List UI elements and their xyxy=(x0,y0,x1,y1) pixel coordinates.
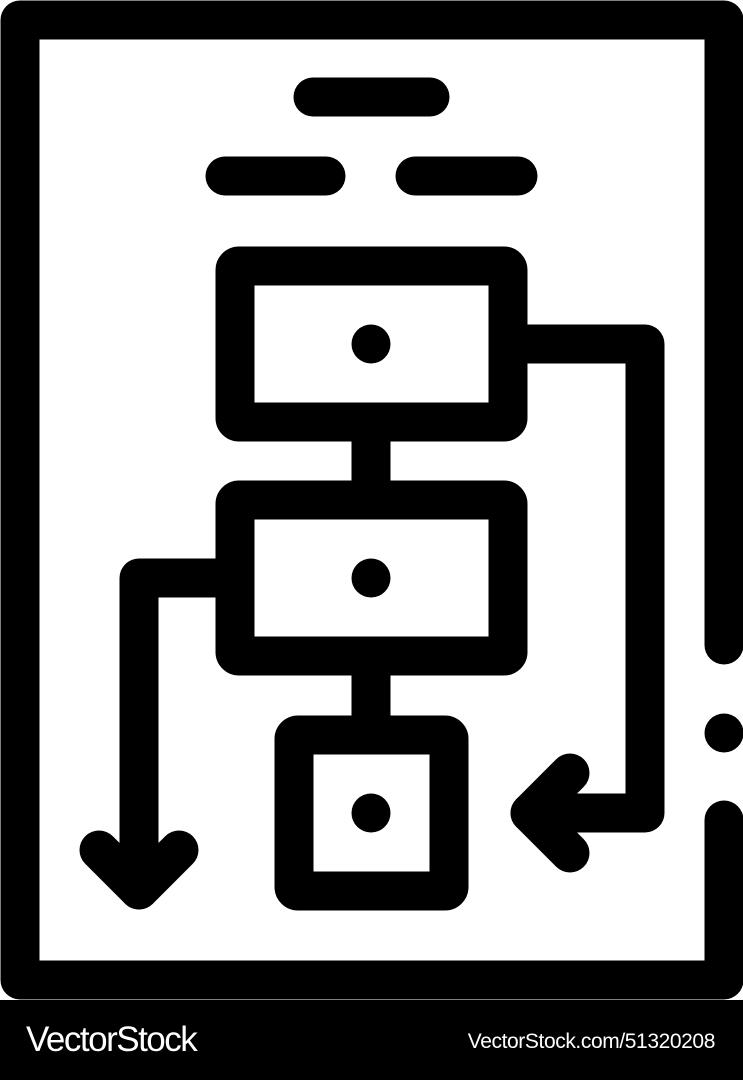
branch-arrow-line xyxy=(119,558,236,910)
loop-arrow-line xyxy=(507,324,665,833)
image-url-text: VectorStock.com/51320208 xyxy=(467,1030,716,1053)
document-edge-dot xyxy=(704,713,743,753)
document-outline xyxy=(0,0,743,1000)
flow-box-bottom xyxy=(274,715,469,911)
flow-box-middle-dot xyxy=(351,558,391,598)
brand-logo: VectorStock xyxy=(26,1020,198,1059)
flow-box-top-dot xyxy=(351,324,391,364)
watermark-bar: VectorStock VectorStock.com/51320208 xyxy=(0,1000,743,1080)
flow-box-bottom-dot xyxy=(351,793,391,833)
flowchart-document-icon xyxy=(0,0,743,1000)
branch-arrow-head-icon xyxy=(79,830,199,910)
loop-arrow-head-icon xyxy=(510,753,590,873)
